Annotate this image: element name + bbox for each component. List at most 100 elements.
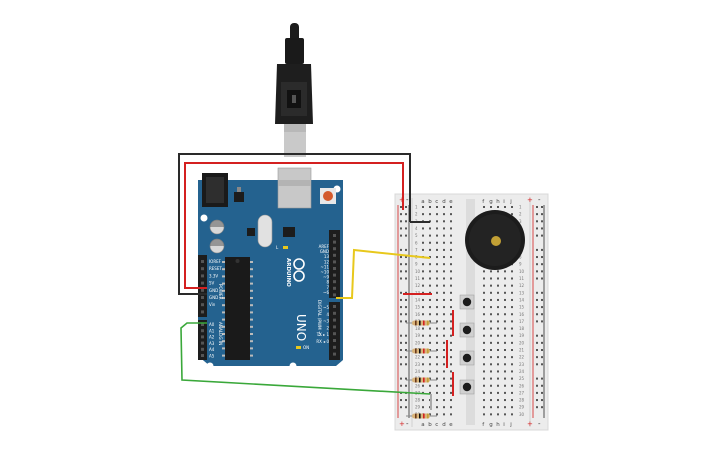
breadboard-hole[interactable] xyxy=(511,399,513,402)
header-pin[interactable] xyxy=(201,303,204,307)
breadboard-hole[interactable] xyxy=(443,406,445,409)
breadboard-hole[interactable] xyxy=(483,277,485,280)
breadboard-hole[interactable] xyxy=(429,391,431,394)
breadboard-hole[interactable] xyxy=(483,284,485,287)
breadboard-hole[interactable] xyxy=(483,399,485,402)
wire-gnd-black[interactable] xyxy=(178,153,411,295)
header-pin[interactable] xyxy=(333,339,336,342)
breadboard-hole[interactable] xyxy=(429,306,431,309)
rail-hole[interactable] xyxy=(536,391,538,394)
rail-hole[interactable] xyxy=(541,248,543,251)
breadboard-hole[interactable] xyxy=(490,284,492,287)
rail-hole[interactable] xyxy=(536,384,538,387)
breadboard-hole[interactable] xyxy=(443,220,445,223)
breadboard-hole[interactable] xyxy=(422,248,424,251)
rail-hole[interactable] xyxy=(536,206,538,208)
breadboard-hole[interactable] xyxy=(483,334,485,337)
breadboard-hole[interactable] xyxy=(450,384,452,387)
breadboard-hole[interactable] xyxy=(490,363,492,366)
rail-hole[interactable] xyxy=(405,263,407,266)
rail-hole[interactable] xyxy=(400,334,402,337)
header-pin[interactable] xyxy=(201,267,204,271)
breadboard-hole[interactable] xyxy=(436,406,438,409)
breadboard-hole[interactable] xyxy=(490,313,492,316)
breadboard-hole[interactable] xyxy=(443,284,445,287)
breadboard-hole[interactable] xyxy=(436,363,438,366)
breadboard-hole[interactable] xyxy=(504,206,506,208)
rail-hole[interactable] xyxy=(541,256,543,259)
breadboard-hole[interactable] xyxy=(422,241,424,244)
breadboard-hole[interactable] xyxy=(490,384,492,387)
breadboard-hole[interactable] xyxy=(443,263,445,266)
rail-hole[interactable] xyxy=(405,399,407,402)
rail-hole[interactable] xyxy=(400,256,402,259)
breadboard-hole[interactable] xyxy=(436,327,438,330)
breadboard-hole[interactable] xyxy=(443,356,445,359)
breadboard-hole[interactable] xyxy=(511,284,513,287)
header-pin[interactable] xyxy=(201,288,204,292)
breadboard-hole[interactable] xyxy=(429,241,431,244)
breadboard-hole[interactable] xyxy=(497,206,499,208)
breadboard-hole[interactable] xyxy=(429,270,431,273)
breadboard-hole[interactable] xyxy=(504,406,506,409)
header-pin[interactable] xyxy=(201,323,204,326)
rail-hole[interactable] xyxy=(400,298,402,301)
header-pin[interactable] xyxy=(201,347,204,351)
rail-hole[interactable] xyxy=(536,406,538,409)
breadboard-hole[interactable] xyxy=(450,306,452,309)
breadboard-hole[interactable] xyxy=(483,291,485,294)
rail-hole[interactable] xyxy=(405,270,407,273)
rail-hole[interactable] xyxy=(536,399,538,402)
breadboard-hole[interactable] xyxy=(436,413,438,416)
breadboard-hole[interactable] xyxy=(450,206,452,208)
breadboard-hole[interactable] xyxy=(504,363,506,366)
rail-hole[interactable] xyxy=(400,313,402,316)
breadboard-hole[interactable] xyxy=(511,320,513,323)
breadboard-hole[interactable] xyxy=(450,220,452,223)
rail-hole[interactable] xyxy=(405,234,407,237)
header-pin[interactable] xyxy=(333,253,336,257)
breadboard-hole[interactable] xyxy=(436,284,438,287)
breadboard-hole[interactable] xyxy=(504,349,506,351)
rail-hole[interactable] xyxy=(536,277,538,280)
breadboard-hole[interactable] xyxy=(511,363,513,366)
rail-hole[interactable] xyxy=(541,334,543,337)
breadboard-hole[interactable] xyxy=(436,320,438,323)
breadboard-hole[interactable] xyxy=(429,263,431,266)
header-pin[interactable] xyxy=(333,234,336,237)
rail-hole[interactable] xyxy=(541,298,543,301)
rail-hole[interactable] xyxy=(400,306,402,309)
breadboard-hole[interactable] xyxy=(511,213,513,216)
breadboard-hole[interactable] xyxy=(450,298,452,301)
breadboard-hole[interactable] xyxy=(511,370,513,373)
header-pin[interactable] xyxy=(201,260,204,263)
breadboard-hole[interactable] xyxy=(436,356,438,359)
breadboard-hole[interactable] xyxy=(490,270,492,273)
breadboard-hole[interactable] xyxy=(429,370,431,373)
breadboard-hole[interactable] xyxy=(483,313,485,316)
breadboard-hole[interactable] xyxy=(436,399,438,402)
breadboard-hole[interactable] xyxy=(504,320,506,323)
piezo-buzzer[interactable] xyxy=(465,210,525,270)
rail-hole[interactable] xyxy=(400,384,402,387)
breadboard-hole[interactable] xyxy=(450,363,452,366)
breadboard-hole[interactable] xyxy=(511,298,513,301)
breadboard-hole[interactable] xyxy=(443,248,445,251)
breadboard-hole[interactable] xyxy=(443,234,445,237)
breadboard-hole[interactable] xyxy=(422,298,424,301)
rail-hole[interactable] xyxy=(541,377,543,380)
breadboard-hole[interactable] xyxy=(483,384,485,387)
breadboard-hole[interactable] xyxy=(450,248,452,251)
breadboard-hole[interactable] xyxy=(450,377,452,380)
breadboard-hole[interactable] xyxy=(490,206,492,208)
breadboard-hole[interactable] xyxy=(429,277,431,280)
breadboard-hole[interactable] xyxy=(483,327,485,330)
rail-hole[interactable] xyxy=(405,356,407,359)
breadboard-hole[interactable] xyxy=(422,341,424,344)
rail-hole[interactable] xyxy=(400,363,402,366)
breadboard-hole[interactable] xyxy=(436,256,438,259)
rail-hole[interactable] xyxy=(400,227,402,230)
header-pin[interactable] xyxy=(333,286,336,290)
breadboard-hole[interactable] xyxy=(422,227,424,230)
